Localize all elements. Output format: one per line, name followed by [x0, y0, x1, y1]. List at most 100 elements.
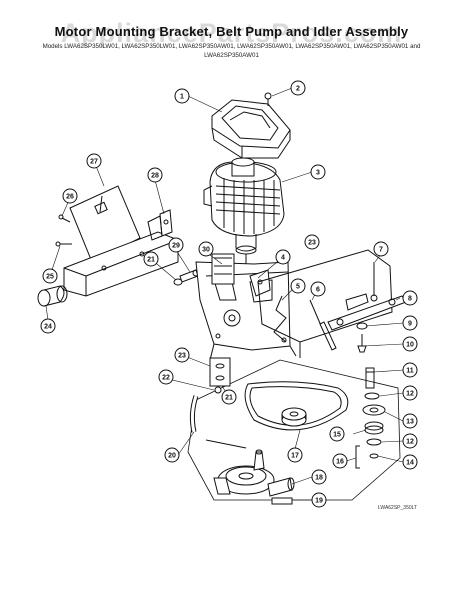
callout-27[interactable]: 27: [86, 153, 102, 169]
part-frame-brace: [205, 439, 247, 449]
part-motor-mount-bracket: [195, 253, 297, 361]
part-screw-26: [58, 214, 71, 223]
svg-text:22: 22: [162, 375, 170, 382]
callout-6[interactable]: 6: [310, 281, 326, 297]
callout-3[interactable]: 3: [310, 164, 326, 180]
svg-text:15: 15: [333, 432, 341, 439]
callout-9[interactable]: 9: [402, 315, 418, 331]
svg-text:14: 14: [406, 460, 414, 467]
svg-text:2: 2: [296, 86, 300, 93]
svg-text:11: 11: [406, 368, 414, 375]
svg-text:12: 12: [406, 391, 414, 398]
part-screw-22: [214, 386, 222, 394]
callout-29[interactable]: 29: [168, 237, 184, 253]
part-stud-11: [365, 367, 375, 389]
callout-18[interactable]: 18: [311, 469, 327, 485]
callout-20[interactable]: 20: [164, 447, 180, 463]
callout-30[interactable]: 30: [198, 241, 214, 257]
callout-2[interactable]: 2: [290, 80, 306, 96]
callout-17[interactable]: 17: [287, 447, 303, 463]
svg-text:26: 26: [66, 194, 74, 201]
svg-text:27: 27: [90, 159, 98, 166]
callout-14[interactable]: 14: [402, 454, 418, 470]
callout-11[interactable]: 11: [402, 362, 418, 378]
callout-25[interactable]: 25: [42, 268, 58, 284]
part-shield-plate: [69, 185, 141, 263]
part-spring-5: [273, 295, 287, 343]
callout-12-upper[interactable]: 12: [402, 385, 418, 401]
part-group-bracket-16: [355, 445, 360, 469]
part-rod-6: [309, 299, 337, 351]
part-drive-belt: [244, 381, 349, 431]
callout-5[interactable]: 5: [290, 278, 306, 294]
svg-text:16: 16: [336, 459, 344, 466]
part-washer-9: [356, 322, 368, 330]
svg-text:6: 6: [316, 287, 320, 294]
svg-text:21: 21: [147, 257, 155, 264]
svg-text:30: 30: [202, 247, 210, 254]
part-pump-pulley: [281, 407, 307, 427]
callout-19[interactable]: 19: [311, 492, 327, 508]
callout-1[interactable]: 1: [174, 88, 190, 104]
part-bracket-clip: [147, 209, 173, 241]
subtitle-line-2: LWA62SP350AW01: [204, 52, 259, 59]
part-washer-12-lower: [366, 438, 382, 446]
callout-28[interactable]: 28: [147, 167, 163, 183]
svg-text:28: 28: [151, 173, 159, 180]
callout-8[interactable]: 8: [402, 290, 418, 306]
part-screw-2: [264, 92, 272, 106]
callout-22[interactable]: 22: [158, 369, 174, 385]
part-bracket-4: [249, 269, 271, 297]
svg-text:9: 9: [408, 321, 412, 328]
callout-16[interactable]: 16: [332, 453, 348, 469]
svg-text:19: 19: [315, 498, 323, 505]
part-nut-14: [369, 453, 379, 459]
svg-text:29: 29: [172, 243, 180, 250]
svg-text:5: 5: [296, 284, 300, 291]
part-screw-25: [55, 241, 72, 247]
svg-text:3: 3: [316, 170, 320, 177]
part-bracket-23-lower: [209, 357, 231, 387]
subtitle-line-1: Models LWA62SP350LW01, LWA62SP350LW01, L…: [42, 43, 421, 50]
callout-26[interactable]: 26: [62, 188, 78, 204]
callout-10[interactable]: 10: [402, 336, 418, 352]
part-bushing: [37, 285, 68, 307]
svg-text:18: 18: [315, 475, 323, 482]
callout-15[interactable]: 15: [329, 426, 345, 442]
svg-text:1: 1: [180, 94, 184, 101]
part-water-pump: [213, 449, 295, 505]
part-pin-7: [370, 262, 378, 302]
callout-12-lower[interactable]: 12: [402, 433, 418, 449]
svg-text:12: 12: [406, 439, 414, 446]
diagram-reference-id: LWA62SP_350LT: [378, 505, 418, 511]
svg-text:10: 10: [406, 342, 414, 349]
svg-text:23: 23: [178, 353, 186, 360]
callout-21-upper[interactable]: 21: [143, 251, 159, 267]
callout-4[interactable]: 4: [275, 249, 291, 265]
callout-24[interactable]: 24: [40, 318, 56, 334]
svg-text:7: 7: [379, 247, 383, 254]
svg-text:4: 4: [281, 255, 285, 262]
svg-text:13: 13: [406, 419, 414, 426]
callout-23-upper[interactable]: 23: [304, 234, 320, 250]
svg-text:21: 21: [225, 395, 233, 402]
callout-23-lower[interactable]: 23: [174, 347, 190, 363]
svg-text:17: 17: [291, 453, 299, 460]
callout-21-lower[interactable]: 21: [221, 389, 237, 405]
diagram-title: Motor Mounting Bracket, Belt Pump and Id…: [54, 24, 409, 39]
part-bolt-29: [179, 269, 200, 283]
callouts: 1 2 3 4 5 6 7 8 9 10 11 12 13 12 14 15 1…: [40, 80, 418, 508]
svg-text:25: 25: [46, 274, 54, 281]
part-motor: [203, 157, 285, 264]
callout-13[interactable]: 13: [402, 413, 418, 429]
part-idler-wheel-15: [364, 421, 384, 435]
part-motor-cover: [211, 99, 291, 159]
svg-text:20: 20: [168, 453, 176, 460]
part-idler-plate: [257, 249, 393, 358]
part-nut-21-upper: [173, 278, 183, 286]
part-hose: [189, 395, 199, 433]
callout-7[interactable]: 7: [373, 241, 389, 257]
part-bracket-arm: [63, 231, 179, 297]
